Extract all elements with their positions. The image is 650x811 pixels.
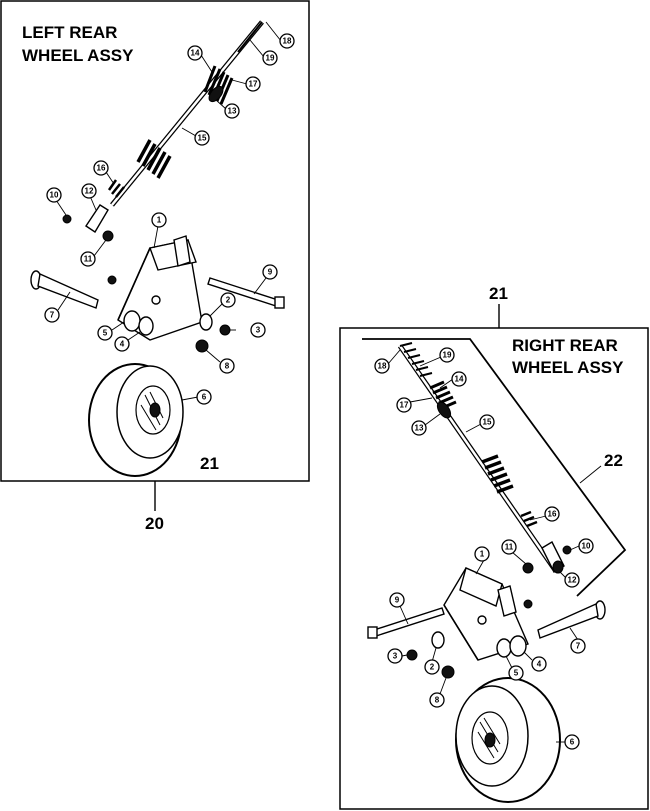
right-callout-2: 2 <box>430 663 435 672</box>
left-callout-6: 6 <box>202 393 207 402</box>
right-adjuster-rod <box>397 342 558 572</box>
right-callout-10: 10 <box>582 542 591 551</box>
right-callout-8: 8 <box>435 696 440 705</box>
right-callout-13: 13 <box>415 424 424 433</box>
left-callout-13: 13 <box>228 107 237 116</box>
left-callout-3: 3 <box>256 326 261 335</box>
left-panel-ref: 20 <box>145 514 164 533</box>
right-title-line2: WHEEL ASSY <box>512 358 624 377</box>
right-callouts: 18 19 14 17 13 15 16 11 10 12 1 9 7 <box>374 347 594 750</box>
left-assembly-ref: 21 <box>200 454 219 473</box>
right-bracket-ref: 22 <box>604 451 623 470</box>
right-callout-15: 15 <box>483 418 492 427</box>
right-callout-4: 4 <box>537 660 542 669</box>
left-callout-10: 10 <box>50 191 59 200</box>
right-assembly-ref: 21 <box>489 284 508 303</box>
left-callout-5: 5 <box>103 329 108 338</box>
left-callout-2: 2 <box>226 296 231 305</box>
left-callout-18: 18 <box>283 37 292 46</box>
left-callout-4: 4 <box>120 340 125 349</box>
right-clevis <box>520 510 572 574</box>
left-adjuster-rod <box>110 20 264 207</box>
left-callout-19: 19 <box>266 54 275 63</box>
right-callout-19: 19 <box>443 351 452 360</box>
left-callouts: 18 19 14 17 13 15 16 10 12 11 1 9 7 <box>44 21 295 405</box>
right-callout-11: 11 <box>505 543 514 552</box>
right-callout-6: 6 <box>570 738 575 747</box>
right-callout-9: 9 <box>395 596 400 605</box>
left-callout-16: 16 <box>97 164 106 173</box>
right-axle-bolt <box>537 600 606 639</box>
right-callout-12: 12 <box>568 576 577 585</box>
left-callout-8: 8 <box>225 362 230 371</box>
left-title-line1: LEFT REAR <box>22 23 117 42</box>
right-callout-1: 1 <box>480 550 485 559</box>
left-wheel-assembly: LEFT REAR WHEEL ASSY <box>0 0 310 533</box>
right-caster-bracket <box>443 567 529 661</box>
right-callout-5: 5 <box>514 669 519 678</box>
right-title-line1: RIGHT REAR <box>512 336 618 355</box>
right-callout-16: 16 <box>548 510 557 519</box>
right-upper-spring <box>429 380 457 419</box>
right-lower-spring <box>481 454 514 494</box>
left-callout-15: 15 <box>198 134 207 143</box>
left-title-line2: WHEEL ASSY <box>22 46 134 65</box>
left-callout-1: 1 <box>157 216 162 225</box>
left-clevis <box>62 179 125 242</box>
left-axle-bolt <box>30 270 99 309</box>
right-assembly-bracket-line <box>362 338 627 597</box>
right-callout-7: 7 <box>576 642 581 651</box>
right-pivot-bolt <box>367 607 445 639</box>
left-callout-7: 7 <box>50 311 55 320</box>
left-callout-14: 14 <box>191 49 200 58</box>
right-wheel <box>455 677 561 803</box>
left-wheel <box>88 363 184 477</box>
left-callout-11: 11 <box>84 255 93 264</box>
right-callout-17: 17 <box>400 401 409 410</box>
right-callout-3: 3 <box>393 652 398 661</box>
left-upper-spring <box>203 65 234 105</box>
right-wheel-assembly: 21 RIGHT REAR WHEEL ASSY 22 <box>339 284 649 810</box>
left-callout-17: 17 <box>249 80 258 89</box>
right-callout-14: 14 <box>455 375 464 384</box>
left-lower-spring <box>136 139 172 179</box>
right-callout-18: 18 <box>378 362 387 371</box>
left-bushings <box>107 275 231 353</box>
left-callout-9: 9 <box>268 268 273 277</box>
left-callout-12: 12 <box>85 187 94 196</box>
